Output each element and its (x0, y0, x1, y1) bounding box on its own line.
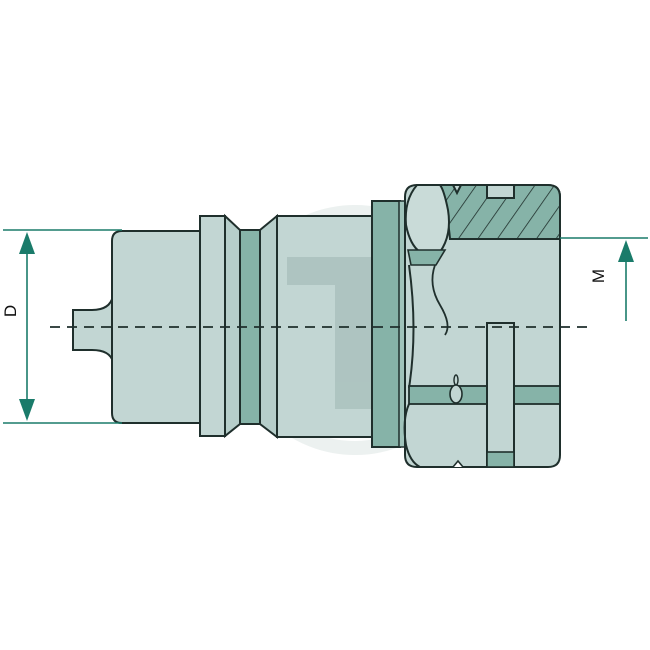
ball-detent-top (453, 374, 459, 386)
nut-band-right (513, 385, 561, 405)
flange (371, 200, 401, 448)
arrow-up-icon (618, 240, 634, 262)
label-d: D (1, 305, 20, 317)
nut-facet-top (404, 184, 450, 253)
collar-ring (199, 215, 226, 437)
locking-pin-base (486, 451, 515, 468)
arrow-up-icon (19, 232, 35, 254)
nut-facet-bottom (403, 403, 421, 468)
locking-pin (486, 322, 515, 468)
ball-detent (449, 384, 463, 404)
dimension-m: M (560, 237, 648, 321)
nut-notch-bottom (452, 459, 464, 468)
taper-left (224, 213, 241, 439)
arrow-down-icon (19, 399, 35, 421)
inner-seal-curve (431, 264, 449, 336)
nut-band-left (408, 385, 488, 405)
nut-chamfer-top (407, 249, 447, 266)
nut-left-edge (408, 264, 415, 389)
label-m: M (589, 269, 608, 283)
plug-tip (72, 295, 114, 363)
dimension-d: D (1, 229, 122, 424)
